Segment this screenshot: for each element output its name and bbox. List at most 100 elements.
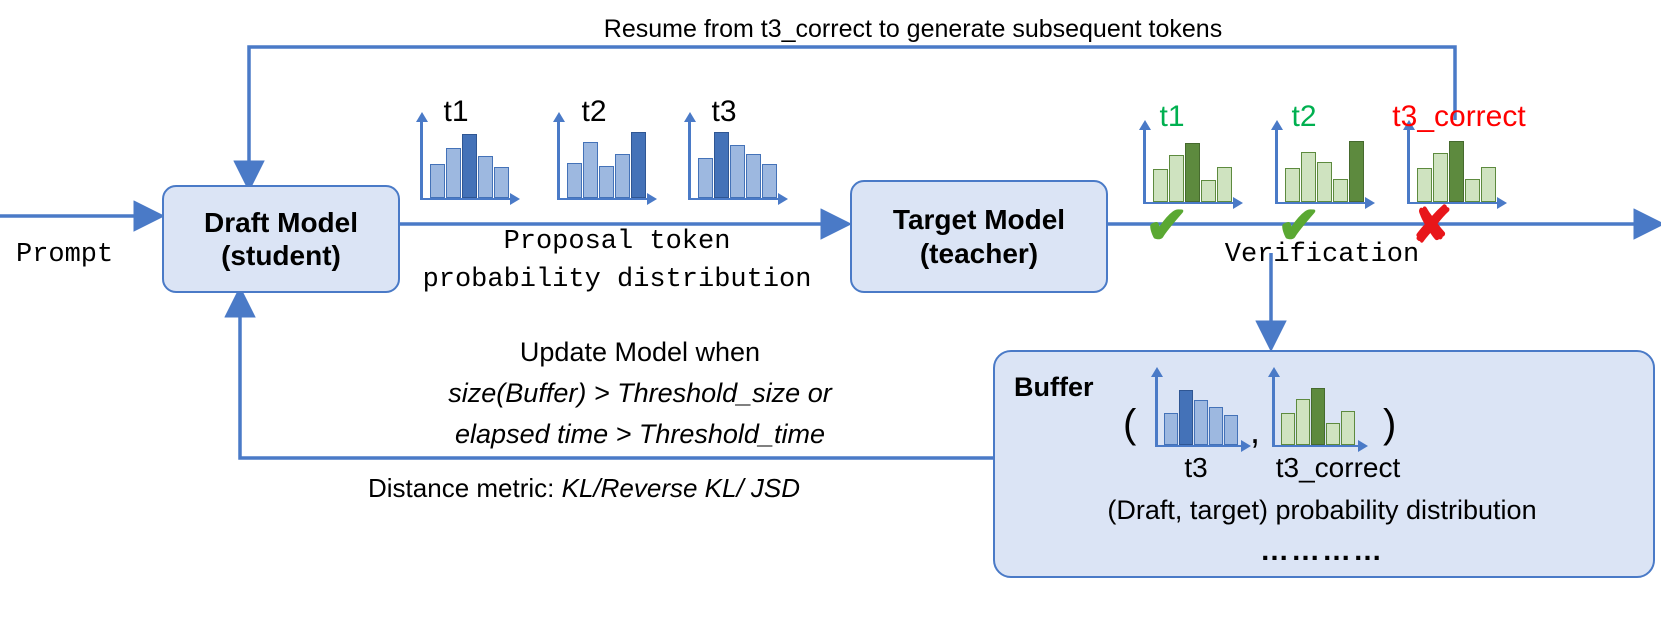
bar bbox=[583, 141, 598, 198]
update-condition-line1: Update Model when bbox=[519, 337, 761, 367]
bar bbox=[1224, 414, 1238, 445]
target-distribution-t2 bbox=[1270, 120, 1375, 209]
buffer-label: Buffer bbox=[1014, 372, 1094, 402]
x-axis-arrow-icon bbox=[647, 192, 657, 205]
target-model-box[interactable]: Target Model (teacher) bbox=[850, 180, 1108, 293]
accept-check-icon-t1: ✔ bbox=[1145, 197, 1189, 255]
bar bbox=[1465, 178, 1480, 202]
x-axis-arrow-icon bbox=[778, 192, 788, 205]
y-axis-arrow-icon bbox=[1150, 367, 1163, 377]
buffer-open-paren: ( bbox=[1123, 402, 1137, 446]
reject-cross-icon-t3: ✘ bbox=[1411, 197, 1453, 253]
bar bbox=[1281, 412, 1295, 445]
draft-model-title: Draft Model bbox=[204, 206, 358, 238]
bar bbox=[1481, 166, 1496, 202]
bar bbox=[446, 147, 461, 198]
buffer-distribution-t3-correct-target bbox=[1267, 367, 1368, 452]
proposal-token-label-line1: Proposal token bbox=[503, 227, 731, 257]
buffer-comma: , bbox=[1250, 410, 1261, 451]
y-axis bbox=[1407, 130, 1410, 204]
bar-group bbox=[1417, 140, 1496, 202]
draft-distribution-t1 bbox=[415, 112, 520, 205]
bar bbox=[762, 163, 777, 198]
verification-label: Verification bbox=[1224, 240, 1420, 270]
bar-group bbox=[430, 133, 509, 198]
draft-token-label-t1: t1 bbox=[443, 95, 469, 128]
bar-group bbox=[1164, 389, 1238, 445]
target-model-subtitle: (teacher) bbox=[919, 237, 1039, 269]
resume-arrow-label: Resume from t3_correct to generate subse… bbox=[603, 15, 1223, 43]
bar bbox=[1153, 168, 1168, 202]
bar-group bbox=[698, 131, 777, 198]
bar bbox=[1285, 167, 1300, 202]
bar bbox=[430, 163, 445, 198]
x-axis-arrow-icon bbox=[1497, 196, 1507, 209]
bar bbox=[1164, 412, 1178, 445]
x-axis-arrow-icon bbox=[510, 192, 520, 205]
bar bbox=[730, 144, 745, 198]
bar-highlight bbox=[1311, 387, 1325, 445]
bar bbox=[478, 155, 493, 198]
bar bbox=[1209, 406, 1223, 445]
buffer-label-t3: t3 bbox=[1184, 452, 1208, 483]
bar bbox=[1194, 399, 1208, 445]
draft-distribution-t2 bbox=[552, 112, 657, 205]
x-axis-arrow-icon bbox=[1233, 196, 1243, 209]
target-token-label-t3-correct: t3_correct bbox=[1392, 100, 1526, 133]
x-axis bbox=[1272, 444, 1360, 447]
buffer-caption: (Draft, target) probability distribution bbox=[1107, 495, 1537, 525]
x-axis bbox=[1407, 201, 1499, 204]
bar bbox=[1341, 410, 1355, 445]
x-axis bbox=[688, 197, 780, 200]
proposal-token-label-line2: probability distribution bbox=[422, 265, 812, 295]
y-axis-arrow-icon bbox=[683, 112, 696, 122]
bar-highlight bbox=[1185, 142, 1200, 202]
y-axis bbox=[1155, 377, 1158, 447]
bar-group bbox=[1281, 387, 1355, 445]
x-axis bbox=[420, 197, 512, 200]
bar-highlight bbox=[631, 131, 646, 198]
draft-token-label-t3: t3 bbox=[711, 95, 737, 128]
draft-token-label-t2: t2 bbox=[581, 95, 607, 128]
y-axis bbox=[1275, 130, 1278, 204]
y-axis bbox=[1143, 130, 1146, 204]
x-axis bbox=[1275, 201, 1367, 204]
bar-highlight bbox=[1449, 140, 1464, 202]
buffer-close-paren: ) bbox=[1383, 402, 1397, 446]
y-axis-arrow-icon bbox=[1270, 120, 1283, 130]
bar bbox=[1433, 152, 1448, 202]
y-axis bbox=[1272, 377, 1275, 447]
x-axis-arrow-icon bbox=[1358, 439, 1368, 452]
distance-metric-prefix: Distance metric: bbox=[368, 473, 562, 503]
target-model-title: Target Model bbox=[892, 204, 1066, 236]
bar bbox=[1301, 151, 1316, 202]
draft-model-box[interactable]: Draft Model (student) bbox=[162, 185, 400, 293]
x-axis-arrow-icon bbox=[1365, 196, 1375, 209]
bar bbox=[1217, 166, 1232, 202]
bar-highlight bbox=[462, 133, 477, 198]
y-axis-arrow-icon bbox=[1267, 367, 1280, 377]
y-axis bbox=[688, 122, 691, 200]
bar bbox=[1201, 179, 1216, 202]
y-axis-arrow-icon bbox=[1138, 120, 1151, 130]
bar-group bbox=[567, 131, 646, 198]
target-token-label-t2: t2 bbox=[1291, 100, 1317, 133]
distance-metric-value: KL/Reverse KL/ JSD bbox=[561, 473, 801, 503]
target-token-label-t1: t1 bbox=[1159, 100, 1185, 133]
y-axis bbox=[557, 122, 560, 200]
bar bbox=[599, 165, 614, 198]
buffer-label-t3-correct: t3_correct bbox=[1275, 452, 1401, 483]
target-distribution-t1 bbox=[1138, 120, 1243, 209]
accept-check-icon-t2: ✔ bbox=[1277, 197, 1321, 255]
bar-highlight bbox=[714, 131, 729, 198]
y-axis-arrow-icon bbox=[415, 112, 428, 122]
bar bbox=[494, 166, 509, 198]
bar-highlight bbox=[1179, 389, 1193, 445]
bar bbox=[567, 162, 582, 198]
prompt-label: Prompt bbox=[16, 240, 114, 270]
bar bbox=[1326, 422, 1340, 445]
bar bbox=[698, 157, 713, 198]
update-condition-line2: size(Buffer) > Threshold_size or bbox=[448, 378, 832, 408]
x-axis bbox=[1155, 444, 1243, 447]
draft-distribution-t3 bbox=[683, 112, 788, 205]
